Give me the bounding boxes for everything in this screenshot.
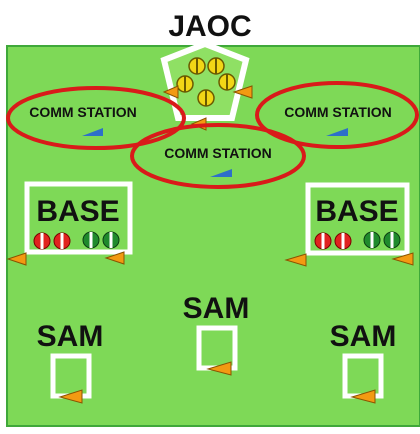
yellow-token-icon	[176, 75, 194, 93]
comm-station-label: COMM STATION	[284, 104, 392, 120]
base-label: BASE	[36, 195, 119, 228]
red-token-icon	[334, 232, 352, 250]
flag-icon	[391, 252, 414, 266]
yellow-token-icon	[188, 57, 206, 75]
highlight-ring	[130, 123, 306, 189]
sam-label: SAM	[37, 320, 104, 353]
base-frame	[24, 181, 133, 255]
sam-site-right: SAM	[330, 320, 397, 404]
flag-icon	[58, 389, 83, 404]
comm-marker-icon	[210, 169, 232, 177]
comm-marker-icon	[82, 128, 103, 136]
comm-station-label: COMM STATION	[29, 104, 137, 120]
flag-icon	[6, 252, 27, 266]
flag-icon	[350, 389, 376, 404]
flag-icon	[284, 253, 307, 267]
comm-station-label: COMM STATION	[164, 145, 272, 161]
highlight-ring	[6, 86, 186, 150]
yellow-token-icon	[197, 89, 215, 107]
green-token-icon	[102, 231, 120, 249]
base-right: BASE	[305, 182, 410, 256]
comm-station-center: COMM STATION	[130, 123, 306, 189]
red-token-icon	[53, 232, 71, 250]
comm-marker-icon	[326, 128, 348, 136]
comm-station-right: COMM STATION	[255, 81, 419, 149]
comm-station-left: COMM STATION	[6, 86, 186, 150]
green-token-icon	[383, 231, 401, 249]
sam-site-left: SAM	[37, 320, 104, 404]
red-token-icon	[314, 232, 332, 250]
flag-icon	[104, 251, 125, 265]
flag-icon	[232, 85, 253, 99]
base-label: BASE	[315, 195, 398, 228]
yellow-token-icon	[207, 57, 225, 75]
flag-icon	[162, 85, 179, 99]
yellow-token-icon	[218, 73, 236, 91]
flag-icon	[206, 361, 232, 376]
title-label: JAOC	[168, 10, 251, 43]
sam-label: SAM	[330, 320, 397, 353]
green-token-icon	[363, 231, 381, 249]
sam-site-center: SAM	[183, 292, 250, 376]
sam-label: SAM	[183, 292, 250, 325]
green-token-icon	[82, 231, 100, 249]
jaoc-tokens	[176, 57, 236, 107]
base-frame	[305, 182, 410, 256]
base-left: BASE	[24, 181, 133, 255]
red-token-icon	[33, 232, 51, 250]
highlight-ring	[255, 81, 419, 149]
